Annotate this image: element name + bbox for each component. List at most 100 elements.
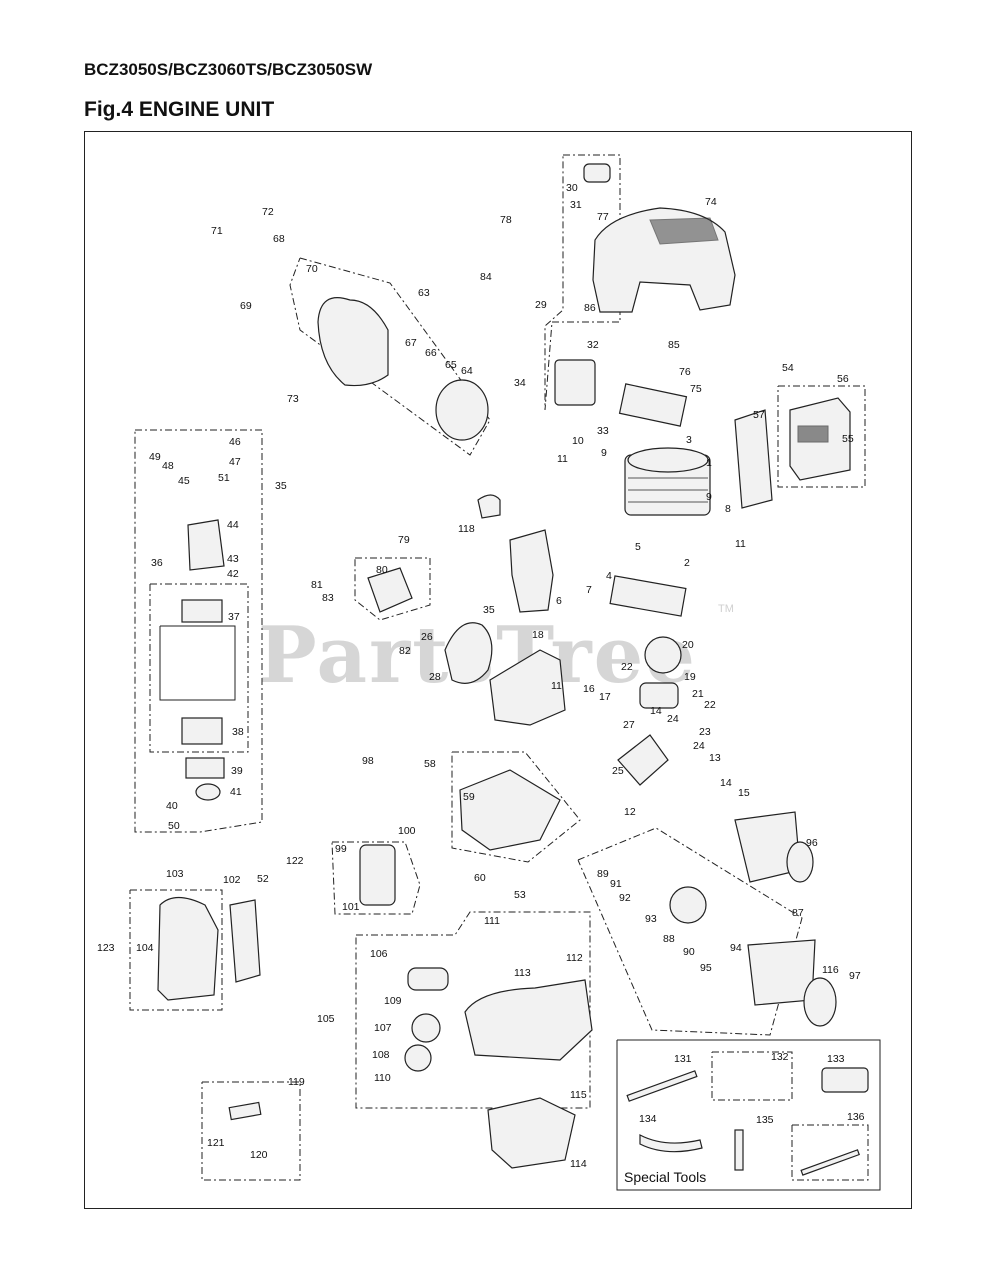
callout-40: 40 (166, 800, 178, 812)
group-outline-carb-kit (149, 583, 249, 753)
plug-cap-41 (195, 783, 221, 801)
callout-3: 3 (686, 434, 692, 446)
callout-90: 90 (683, 946, 695, 958)
callout-72: 72 (262, 206, 274, 218)
callout-2: 2 (684, 557, 690, 569)
callout-123: 123 (97, 942, 115, 954)
callout-29: 29 (535, 299, 547, 311)
callout-79: 79 (398, 534, 410, 546)
group-outline-tool-136 (791, 1124, 869, 1181)
group-outline-tools-kit (201, 1081, 301, 1181)
flywheel (444, 622, 493, 684)
carb-diaphragm (181, 717, 223, 745)
callout-19: 19 (684, 671, 696, 683)
callout-58: 58 (424, 758, 436, 770)
engine-cover (592, 207, 736, 313)
callout-119: 119 (288, 1076, 305, 1088)
callout-67: 67 (405, 337, 417, 349)
watermark-trademark: TM (718, 603, 734, 615)
diagram-frame (84, 131, 912, 1209)
callout-98: 98 (362, 755, 374, 767)
callout-116: 116 (822, 964, 839, 976)
callout-9: 9 (601, 447, 607, 459)
tool-136 (800, 1149, 860, 1176)
primer-30 (583, 163, 611, 183)
callout-34: 34 (514, 377, 526, 389)
callout-120: 120 (250, 1149, 268, 1161)
callout-11: 11 (551, 680, 562, 692)
piston-ring (644, 636, 682, 674)
callout-134: 134 (639, 1113, 657, 1125)
callout-95: 95 (700, 962, 712, 974)
callout-109: 109 (384, 995, 402, 1007)
clutch-housing (317, 297, 389, 387)
washer-107 (411, 1013, 441, 1043)
callout-105: 105 (317, 1013, 335, 1025)
callout-81: 81 (311, 579, 323, 591)
callout-66: 66 (425, 347, 437, 359)
callout-labels: 1234567899101111111213141415161718192021… (97, 182, 865, 1170)
callout-31: 31 (570, 199, 582, 211)
callout-7: 7 (586, 584, 592, 596)
callout-9: 9 (706, 491, 712, 503)
tool-121 (228, 1101, 262, 1121)
callout-26: 26 (421, 631, 433, 643)
callout-113: 113 (514, 967, 531, 979)
callout-133: 133 (827, 1053, 845, 1065)
group-outline-cylinder-cover (451, 751, 581, 863)
callout-1: 1 (706, 457, 712, 469)
callout-51: 51 (218, 472, 230, 484)
clutch-drum (435, 379, 489, 441)
group-outline-cover (544, 154, 621, 411)
callout-35: 35 (275, 480, 287, 492)
tool-135 (734, 1129, 744, 1171)
callout-60: 60 (474, 872, 486, 884)
group-outline-carburetor (134, 429, 263, 833)
callout-55: 55 (842, 433, 854, 445)
callout-18: 18 (532, 629, 544, 641)
callout-57: 57 (753, 409, 765, 421)
carb-kit-plate (181, 599, 223, 623)
group-outline-special-tools (616, 1039, 881, 1191)
callout-110: 110 (374, 1072, 391, 1084)
callout-39: 39 (231, 765, 243, 777)
carb-body (187, 519, 225, 571)
callout-44: 44 (227, 519, 239, 531)
special-tools-label: Special Tools (624, 1169, 706, 1185)
callout-88: 88 (663, 933, 675, 945)
callout-16: 16 (583, 683, 595, 695)
group-outline-shoe (354, 557, 431, 621)
callout-100: 100 (398, 825, 416, 837)
callout-59: 59 (463, 791, 475, 803)
callout-77: 77 (597, 211, 609, 223)
callout-41: 41 (230, 786, 242, 798)
callout-83: 83 (322, 592, 334, 604)
callout-107: 107 (374, 1022, 392, 1034)
callout-64: 64 (461, 365, 473, 377)
callout-21: 21 (692, 688, 704, 700)
carburetor (509, 529, 554, 613)
bearing-96 (786, 841, 814, 883)
muffler-heat-plate (734, 409, 773, 509)
callout-50: 50 (168, 820, 180, 832)
plate-75 (618, 383, 688, 427)
callout-101: 101 (342, 901, 360, 913)
group-outline-air-case (331, 841, 421, 915)
callout-8: 8 (725, 503, 731, 515)
callout-104: 104 (136, 942, 154, 954)
group-outline-air-cleaner (129, 889, 223, 1011)
group-outline-clutch-housing (289, 257, 491, 456)
callout-53: 53 (514, 889, 526, 901)
callout-122: 122 (286, 855, 304, 867)
callout-42: 42 (227, 568, 239, 580)
callout-10: 10 (572, 435, 584, 447)
fuel-tank (464, 979, 593, 1061)
air-cleaner-cover (157, 896, 219, 1001)
cylinder (624, 447, 711, 516)
callout-36: 36 (151, 557, 163, 569)
callout-75: 75 (690, 383, 702, 395)
callout-38: 38 (232, 726, 244, 738)
callout-78: 78 (500, 214, 512, 226)
shoe-assembly (367, 567, 413, 613)
